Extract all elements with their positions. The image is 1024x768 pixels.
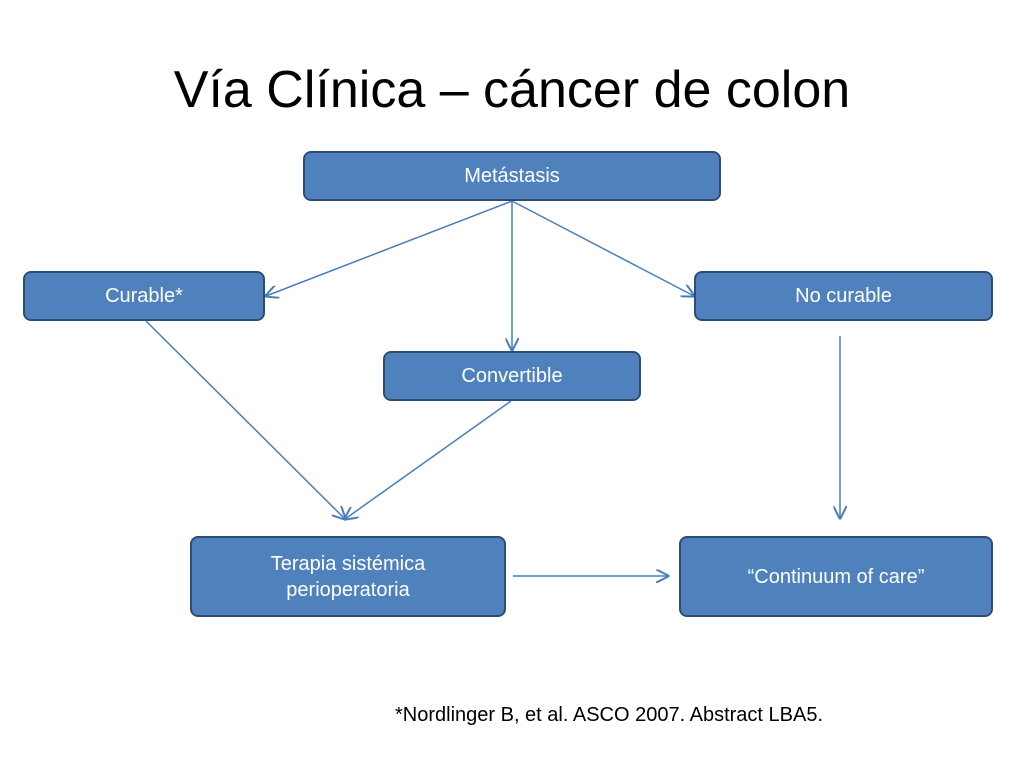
node-terapia-label-line1: Terapia sistémica	[270, 552, 426, 575]
node-curable: Curable*	[23, 271, 265, 321]
node-terapia-sistemica: Terapia sistémica perioperatoria	[190, 536, 506, 617]
node-no-curable-label: No curable	[795, 285, 892, 307]
arrow-metastasis-to-curable	[266, 200, 513, 296]
slide-title: Vía Clínica – cáncer de colon	[173, 61, 851, 119]
node-convertible: Convertible	[383, 351, 641, 401]
arrow-curable-to-terapia	[145, 320, 345, 519]
node-curable-label: Curable*	[105, 285, 183, 307]
node-continuum-of-care: “Continuum of care”	[679, 536, 993, 617]
node-continuum-label: “Continuum of care”	[747, 565, 925, 588]
node-no-curable: No curable	[694, 271, 993, 321]
node-metastasis-label: Metástasis	[464, 165, 560, 187]
reference-footnote: *Nordlinger B, et al. ASCO 2007. Abstrac…	[395, 704, 824, 726]
arrow-convertible-to-terapia	[345, 400, 512, 519]
node-terapia-label-line2: perioperatoria	[286, 578, 410, 601]
node-metastasis: Metástasis	[303, 151, 721, 201]
arrow-metastasis-to-nocurable	[511, 200, 694, 296]
node-convertible-label: Convertible	[461, 365, 563, 387]
